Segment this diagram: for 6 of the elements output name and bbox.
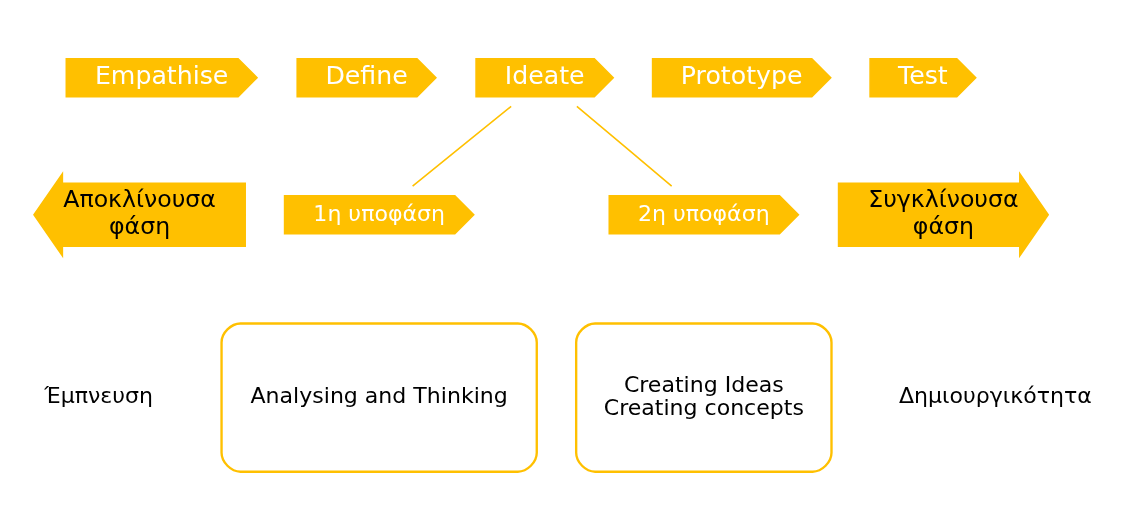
connector — [576, 105, 673, 187]
label: Έμπνευση — [44, 382, 153, 408]
node-box: Analysing and Thinking — [220, 321, 538, 473]
connector — [411, 105, 512, 187]
label: Δημιουργικότητα — [898, 382, 1092, 408]
node-box: Creating Ideas Creating concepts — [575, 321, 833, 473]
